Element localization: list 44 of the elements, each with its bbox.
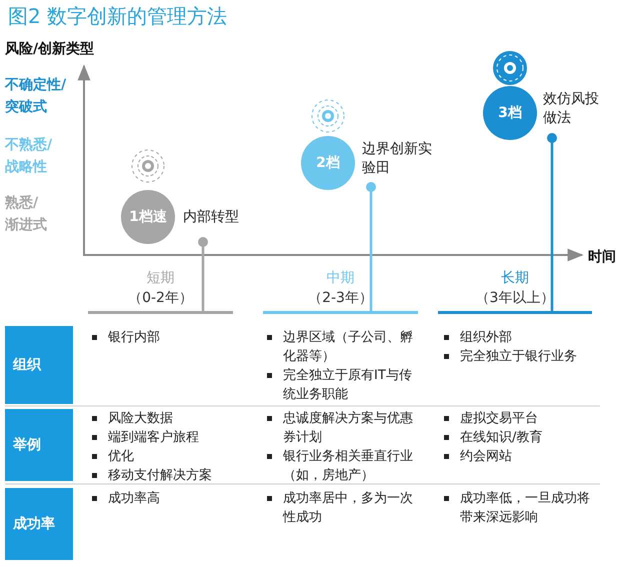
level-circle: 3档 [483,86,537,140]
bullet-text: 成功率高 [108,490,161,508]
period-header [88,268,233,314]
period-range: （2-3年） [307,289,374,308]
bullet-text: 银行业务相关垂直行业（如，房地产） [283,448,414,485]
connector-line [198,237,208,311]
bullet-text: 成功率低，一旦成功将带来深远影响 [460,490,591,527]
period-label: 长期 [500,269,530,288]
bullet-text: 完全独立于银行业务 [460,348,578,366]
period-range: （3年以上） [474,289,556,308]
level-label: 内部转型 [183,208,240,227]
row-header: 组织 [5,326,73,404]
row-header: 举例 [5,409,73,481]
level-circle: 2档 [301,136,355,190]
axis-level-label: 熟悉/渐进式 [5,194,48,235]
bullet-text: 完全独立于原有IT与传统业务职能 [283,367,413,404]
bullet-text: 虚拟交易平台 [460,410,539,428]
bullet-text: 移动支付解决方案 [108,467,213,485]
axis-level-label: 不熟悉/战略性 [5,136,54,177]
level-label: 效仿风投做法 [543,90,600,128]
bullet-text: 银行内部 [108,329,161,347]
bullet-text: 在线知识/教育 [460,428,544,447]
period-range: （0-2年） [127,289,194,308]
row-header: 成功率 [5,488,73,560]
bullet-text: 边界区域（子公司、孵化器等） [283,329,414,366]
bullet-text: 优化 [108,448,135,466]
period-header [438,268,592,314]
connector-line [547,133,557,311]
period-label: 中期 [326,269,356,288]
axis-title: 时间 [588,248,616,267]
period-label: 短期 [146,269,176,288]
level-circle: 1档速 [121,190,175,244]
period-header [263,268,418,314]
axis-title: 风险/创新类型 [5,40,95,59]
bullet-text: 忠诚度解决方案与优惠券计划 [283,410,414,447]
level-label: 边界创新实验田 [362,140,433,178]
bullet-text: 端到端客户旅程 [108,429,200,447]
bullet-text: 风险大数据 [108,410,174,428]
figure-title: 图2 数字创新的管理方法 [8,3,228,30]
bullet-text: 组织外部 [460,329,513,347]
connector-line [366,182,376,311]
bullet-text: 约会网站 [460,448,513,466]
axis-level-label: 不确定性/突破式 [5,76,68,117]
bullet-text: 成功率居中，多为一次性成功 [283,490,414,527]
